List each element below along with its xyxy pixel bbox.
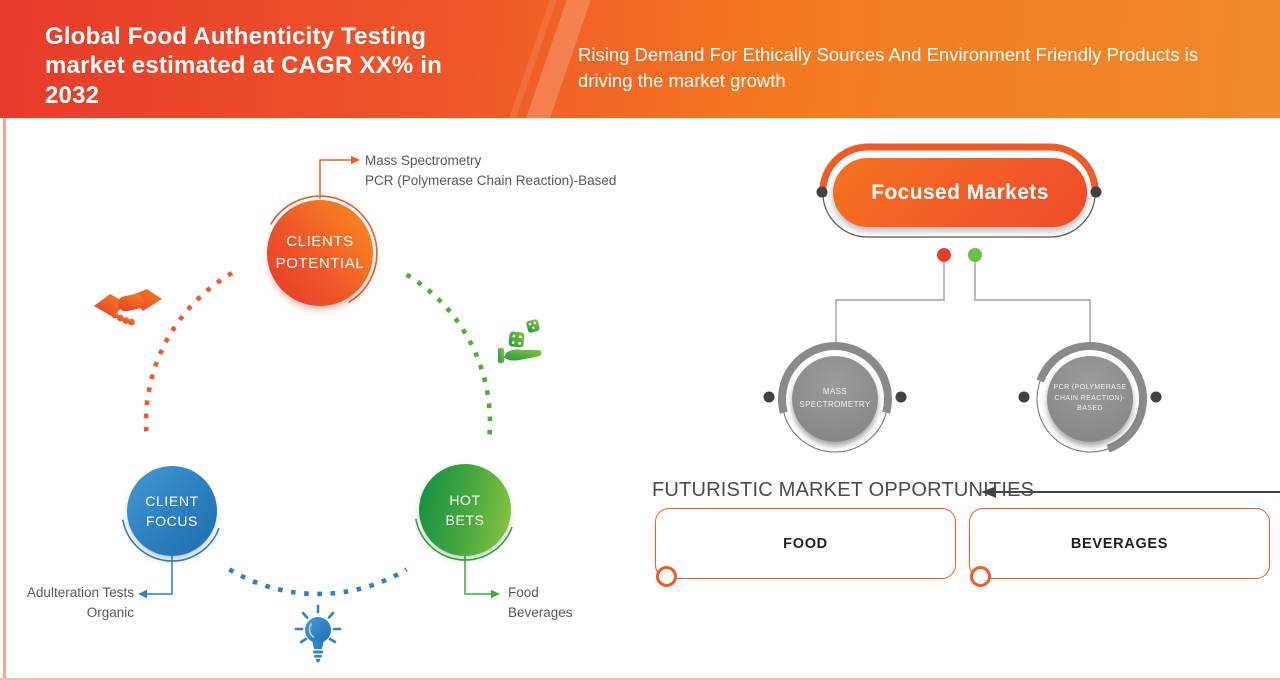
clients-potential-callout: Mass Spectrometry PCR (Polymerase Chain … <box>365 151 616 191</box>
node-label-line: HOT <box>449 491 481 508</box>
callout-line: Adulteration Tests <box>26 585 134 600</box>
orange-ring-icon <box>970 566 991 587</box>
dotted-arc-green <box>405 272 493 438</box>
client-focus-node: CLIENT FOCUS <box>127 466 217 556</box>
node1-left-dot <box>763 391 775 403</box>
pill-right-dot <box>1090 186 1102 198</box>
callout-line: PCR (Polymerase Chain Reaction)-Based <box>365 173 617 188</box>
node-label-line: BETS <box>445 512 485 528</box>
callout-line: Food <box>508 585 539 600</box>
food-box: FOOD <box>655 508 956 587</box>
dotted-arc-blue <box>228 567 408 597</box>
left-border-line <box>3 118 6 680</box>
food-box-label: FOOD <box>783 535 828 552</box>
branch-line-right <box>974 262 1091 345</box>
node-label-line: MASS <box>822 387 848 397</box>
node-label-line: CHAIN REACTION)- <box>1054 394 1126 402</box>
client-focus-callout: Adulteration Tests Organic <box>8 583 134 623</box>
lightbulb-icon <box>294 604 342 668</box>
bottom-border-line <box>0 678 1280 680</box>
node1-right-dot <box>895 391 907 403</box>
orange-ring-icon <box>656 566 677 587</box>
arrow-right-icon <box>351 155 360 165</box>
pcr-node: PCR (POLYMERASE CHAIN REACTION)- BASED <box>1047 356 1133 442</box>
branch-dot-green <box>968 248 982 262</box>
dice-in-hand-icon <box>496 316 548 372</box>
beverages-box-label: BEVERAGES <box>1070 535 1169 552</box>
beverages-box: BEVERAGES <box>969 508 1270 587</box>
callout-line: Mass Spectrometry <box>365 153 482 168</box>
client-focus-connector <box>147 555 173 595</box>
node-label-line: BASED <box>1077 405 1103 413</box>
handshake-icon <box>93 284 163 336</box>
arrow-right-icon <box>491 589 500 599</box>
branch-dot-red <box>937 248 951 262</box>
arrow-left-icon <box>138 589 147 599</box>
clients-potential-connector <box>319 159 351 199</box>
callout-line: Organic <box>86 605 134 620</box>
node-label-line: CLIENT <box>145 492 199 509</box>
branch-line-left <box>835 262 945 345</box>
node-label-line: PCR (POLYMERASE <box>1053 383 1127 391</box>
clients-potential-node: CLIENTS POTENTIAL <box>267 200 373 306</box>
node-label-line: FOCUS <box>146 513 198 529</box>
node2-right-dot <box>1150 391 1162 403</box>
node-label-line: POTENTIAL <box>275 255 365 272</box>
pill-left-dot <box>816 186 828 198</box>
callout-line: Beverages <box>508 605 573 620</box>
node-label-line: CLIENTS <box>286 233 354 251</box>
header-banner: Global Food Authenticity Testing market … <box>0 0 1280 118</box>
opportunities-heading: FUTURISTIC MARKET OPPORTUNITIES <box>652 479 1035 501</box>
focused-markets-label: Focused Markets <box>871 180 1049 204</box>
focused-markets-pill: Focused Markets <box>833 158 1087 227</box>
node-label-line: SPECTROMETRY <box>799 400 871 409</box>
mass-spectrometry-node: MASS SPECTROMETRY <box>792 356 878 442</box>
hot-bets-connector <box>464 555 491 595</box>
hot-bets-node: HOT BETS <box>419 464 511 556</box>
hot-bets-callout: Food Beverages <box>508 583 573 623</box>
header-subtitle: Rising Demand For Ethically Sources And … <box>578 44 1199 92</box>
page-title: Global Food Authenticity Testing market … <box>45 23 442 109</box>
node2-left-dot <box>1018 391 1030 403</box>
